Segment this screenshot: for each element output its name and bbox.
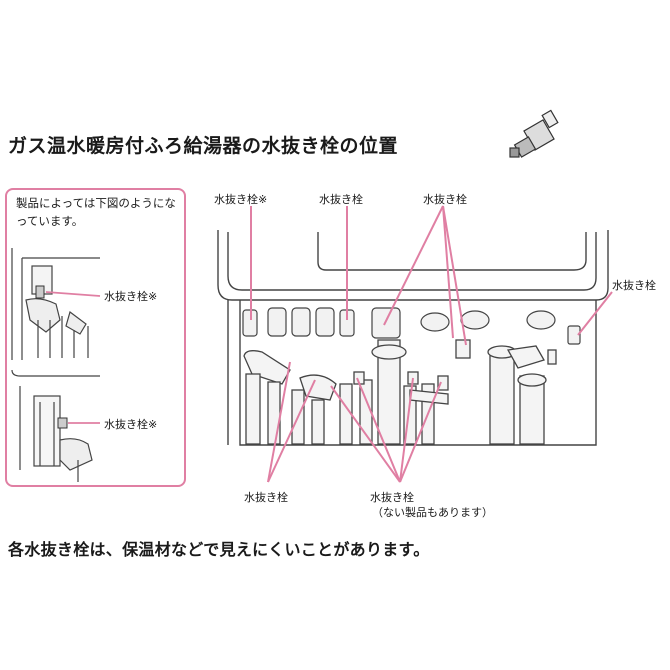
page-title: ガス温水暖房付ふろ給湯器の水抜き栓の位置 (8, 135, 399, 157)
note-label-bottom: 水抜き栓※ (104, 418, 158, 431)
label-bottom-right-note: （ない製品もあります） (372, 506, 493, 519)
label-far-right: 水抜き栓 (612, 279, 656, 292)
caption: 各水抜き栓は、保温材などで見えにくいことがあります。 (8, 540, 430, 559)
note-box (5, 188, 186, 487)
note-text: 製品によっては下図のようになっています。 (16, 196, 176, 228)
label-bottom-left: 水抜き栓 (244, 491, 288, 504)
label-bottom-right: 水抜き栓 (370, 491, 414, 504)
note-label-top: 水抜き栓※ (104, 290, 158, 303)
label-top-left: 水抜き栓※ (214, 193, 268, 206)
label-top-middle: 水抜き栓 (319, 193, 363, 206)
label-top-right: 水抜き栓 (423, 193, 467, 206)
